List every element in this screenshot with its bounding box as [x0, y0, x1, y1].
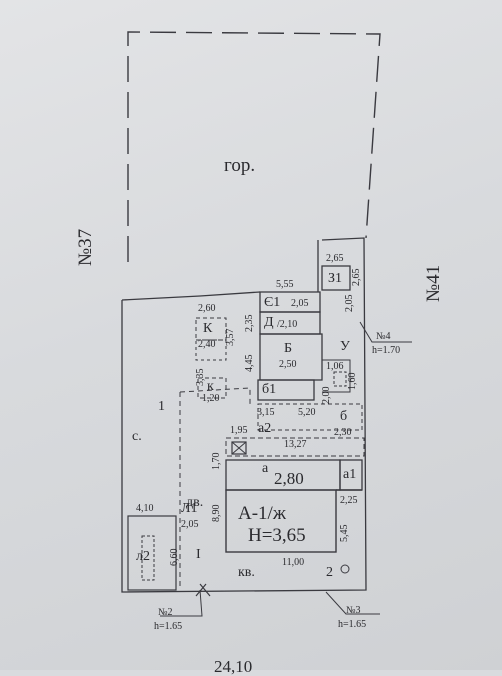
- label-neighbor-left: №37: [75, 228, 96, 266]
- label-b-small: б: [340, 409, 348, 424]
- label-u: У: [340, 339, 350, 354]
- label-a-small: а: [262, 461, 269, 476]
- dim-k-lower-v: 3,35: [195, 368, 206, 387]
- building-l2: [127, 515, 177, 591]
- label-courtyard: с.: [132, 429, 142, 444]
- dim-k-upper-v: 3,57: [225, 328, 236, 347]
- label-b: Б: [284, 341, 293, 356]
- label-n2-h: h=1.65: [154, 621, 183, 632]
- label-yard: дв.: [186, 495, 204, 510]
- dim-b1-h: 2,00: [321, 386, 332, 405]
- dim-u-h: 1,60: [347, 372, 358, 391]
- dim-k-lower-w: 1,20: [202, 393, 220, 404]
- label-k-lower: к: [207, 379, 214, 394]
- dim-1327: 13,27: [284, 439, 307, 450]
- label-e1: Є1: [264, 295, 281, 310]
- label-l1: Л1: [181, 501, 198, 516]
- dim-1100: 11,00: [282, 557, 305, 568]
- label-h-main: Н=3,65: [248, 525, 306, 546]
- label-n4: №4: [376, 331, 391, 342]
- label-a2: а2: [258, 421, 272, 436]
- dim-e1-h: 2,05: [291, 298, 309, 309]
- label-n3: №3: [346, 605, 361, 616]
- dim-d-h: /2,10: [277, 319, 298, 330]
- label-d: Д: [264, 315, 274, 330]
- dim-l1-h: 2,05: [181, 519, 199, 530]
- fence-1: [179, 387, 251, 590]
- building-a2: [225, 437, 365, 457]
- label-n4-h: h=1.70: [372, 345, 401, 356]
- dim-315: 3,15: [257, 407, 275, 418]
- label-b1: б1: [262, 382, 277, 397]
- building-b1: [257, 379, 315, 401]
- dim-a2-w: 1,95: [230, 425, 248, 436]
- label-n3-h: h=1.65: [338, 619, 367, 630]
- label-a-main: А-1/ж: [238, 503, 286, 524]
- dim-k-upper-w: 2,60: [198, 303, 216, 314]
- building-a-main: [225, 489, 337, 553]
- label-quarter: кв.: [238, 565, 255, 580]
- dim-a1-h: 2,25: [340, 495, 358, 506]
- dim-l1-w: 4,10: [136, 503, 154, 514]
- dim-520: 5,20: [298, 407, 316, 418]
- dim-left-h1: 2,35: [244, 314, 255, 333]
- label-z1: З1: [328, 271, 343, 286]
- building-u: [333, 371, 347, 387]
- dim-bottom-total: 24,10: [214, 657, 253, 676]
- dim-top-w: 5,55: [276, 279, 294, 290]
- label-roman-one: I: [196, 547, 201, 562]
- label-two: 2: [326, 565, 333, 580]
- label-l2: л2: [136, 549, 150, 564]
- label-n2: №2: [158, 607, 173, 618]
- building-k-lower: [197, 377, 227, 399]
- label-neighbor-right: №41: [423, 264, 444, 302]
- dim-v-890: 8,90: [211, 504, 222, 523]
- garage-outline: [127, 31, 381, 262]
- label-garage: гор.: [224, 155, 256, 176]
- dim-u-w: 1,06: [326, 361, 344, 372]
- building-b-small: [257, 403, 363, 431]
- dim-right-h: 2,05: [344, 294, 355, 313]
- dim-v-660: 6,60: [169, 548, 180, 567]
- dim-z1-h: 2,65: [351, 268, 362, 287]
- dim-a-small-h: 2,80: [274, 469, 304, 488]
- dim-b-small-h: 2,30: [334, 427, 352, 438]
- label-k-upper: К: [203, 321, 213, 336]
- site-boundary: [121, 237, 367, 593]
- dim-a2-v: 1,70: [211, 452, 222, 471]
- label-a1: а1: [343, 467, 357, 482]
- dim-k-upper-h: 2,40: [198, 339, 216, 350]
- label-one: 1: [158, 399, 165, 414]
- dim-v-545: 5,45: [339, 524, 350, 543]
- dim-left-h2: 4,45: [244, 354, 255, 373]
- building-z1: [321, 265, 351, 291]
- dim-b-h: 2,50: [279, 359, 297, 370]
- dim-z1-w: 2,65: [326, 253, 344, 264]
